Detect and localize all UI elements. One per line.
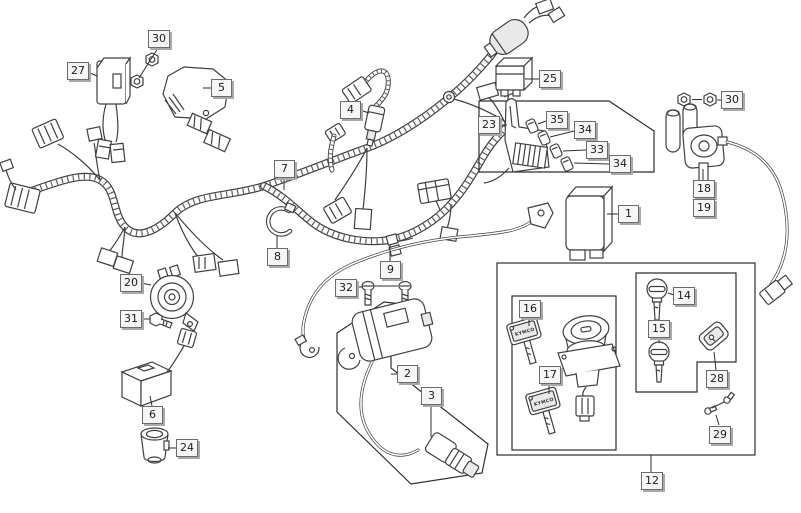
region-box-key-blanks [635, 272, 737, 393]
callout-30-left[interactable]: 30 [148, 30, 170, 48]
part-2-ignition-coil-assembly [337, 298, 434, 457]
part-27-relay-unit [94, 56, 132, 164]
callout-31[interactable]: 31 [120, 310, 142, 328]
key-brand-text-16: KYMCO [514, 327, 535, 338]
part-23-fuse-box [483, 98, 550, 184]
callout-17[interactable]: 17 [539, 366, 561, 384]
part-16-key: KYMCO [506, 316, 542, 365]
callout-25[interactable]: 25 [539, 70, 561, 88]
part-4-sub-harness [341, 71, 389, 147]
part-15-key-blank [648, 341, 670, 383]
callout-15[interactable]: 15 [648, 320, 670, 338]
callout-8[interactable]: 8 [267, 248, 288, 266]
callout-23[interactable]: 23 [478, 116, 500, 134]
part-29-screws [704, 391, 736, 415]
callout-32[interactable]: 32 [335, 279, 357, 297]
part-8-harness-clamp [265, 201, 297, 237]
callout-1[interactable]: 1 [618, 205, 639, 223]
callout-2[interactable]: 2 [397, 365, 418, 383]
callout-20[interactable]: 20 [120, 274, 142, 292]
callout-19[interactable]: 19 [693, 199, 715, 217]
callout-30-right[interactable]: 30 [721, 91, 743, 109]
region-box-keys-switch [511, 295, 617, 451]
leader-lines [89, 47, 721, 472]
callout-6[interactable]: 6 [142, 406, 163, 424]
callout-12[interactable]: 12 [641, 472, 663, 490]
part-33-fuse [549, 143, 563, 159]
part-28-keyhole-cover [698, 321, 729, 351]
callout-27[interactable]: 27 [67, 62, 89, 80]
part-3-spark-plug-cap [424, 432, 480, 478]
callout-3[interactable]: 3 [421, 387, 442, 405]
part-30-nuts-left [130, 52, 159, 89]
part-14-key-blank [646, 278, 668, 321]
region-box-lock-set-12 [496, 262, 756, 456]
callout-34-upper[interactable]: 34 [574, 121, 596, 139]
part-7-main-wiring-harness [0, 0, 566, 277]
callout-9[interactable]: 9 [380, 261, 401, 279]
part-34-fuse-upper [537, 130, 551, 146]
callout-14[interactable]: 14 [673, 287, 695, 305]
part-9-lead-wire [294, 202, 554, 358]
region-outline-fuse-area [478, 100, 655, 173]
part-17-key: KYMCO [525, 386, 561, 435]
callout-35[interactable]: 35 [546, 111, 568, 129]
part-30-nuts-right [677, 92, 717, 107]
part-1-cdi-unit [565, 185, 614, 261]
part-ignition-switch [557, 315, 621, 422]
callout-29[interactable]: 29 [709, 426, 731, 444]
key-brand-text-17: KYMCO [533, 397, 554, 408]
callout-28[interactable]: 28 [706, 370, 728, 388]
part-18-19-ignition-coil [665, 103, 794, 305]
part-25-relay [494, 56, 534, 97]
part-35-fuse [525, 118, 539, 134]
callout-16[interactable]: 16 [519, 300, 541, 318]
callout-4[interactable]: 4 [340, 101, 361, 119]
part-32-screws [361, 280, 412, 306]
callout-5[interactable]: 5 [211, 79, 232, 97]
callout-34-lower[interactable]: 34 [609, 155, 631, 173]
callout-18[interactable]: 18 [693, 180, 715, 198]
part-34-fuse-lower [560, 156, 574, 172]
part-6-relay-with-lead [120, 327, 198, 407]
callout-7[interactable]: 7 [274, 160, 295, 178]
callout-33[interactable]: 33 [586, 141, 608, 159]
callout-24[interactable]: 24 [176, 439, 198, 457]
part-24-flasher-unit [140, 427, 170, 464]
part-20-horn [149, 264, 199, 332]
part-31-bolt [149, 312, 173, 329]
